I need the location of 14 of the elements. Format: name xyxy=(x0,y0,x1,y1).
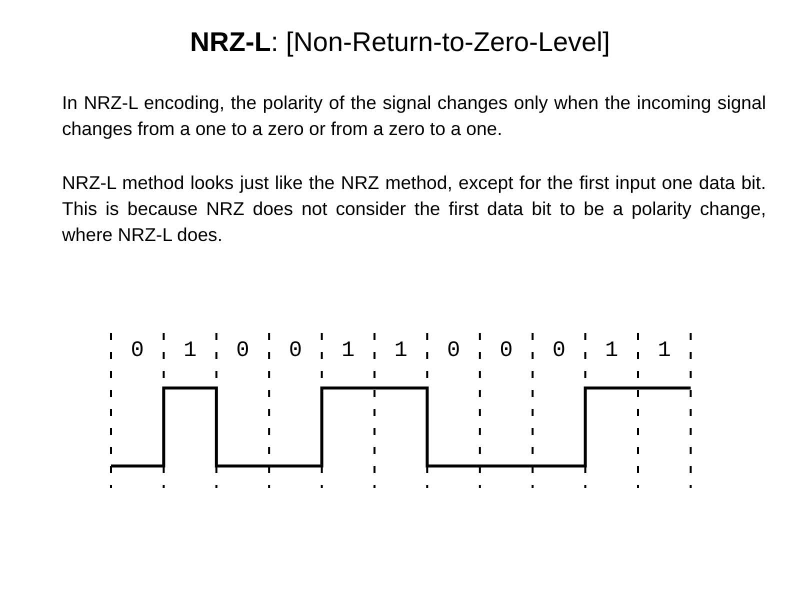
bit-value: 0 xyxy=(446,339,460,363)
title: NRZ-L: [Non-Return-to-Zero-Level] xyxy=(190,26,610,58)
bit-value: 1 xyxy=(342,339,355,363)
bit-value: 0 xyxy=(552,339,566,363)
bit-value: 0 xyxy=(236,339,250,363)
bit-value: 1 xyxy=(183,339,197,363)
bit-value: 1 xyxy=(658,339,671,363)
bit-value: 0 xyxy=(130,339,144,363)
bit-value: 0 xyxy=(288,339,302,363)
bit-value: 1 xyxy=(605,339,618,363)
bit-value: 0 xyxy=(500,339,513,363)
paragraph: NRZ-L method looks just like the NRZ method, except for the first input one data bit. This is because NRZ does not consider the first data bit to be a polarity change, where NRZ-L does. xyxy=(62,171,766,247)
bit-value: 1 xyxy=(394,339,408,363)
paragraph: In NRZ-L encoding, the polarity of the signal changes only when the incoming signal changes from a one to a zero or from a zero to a one. xyxy=(62,91,766,141)
